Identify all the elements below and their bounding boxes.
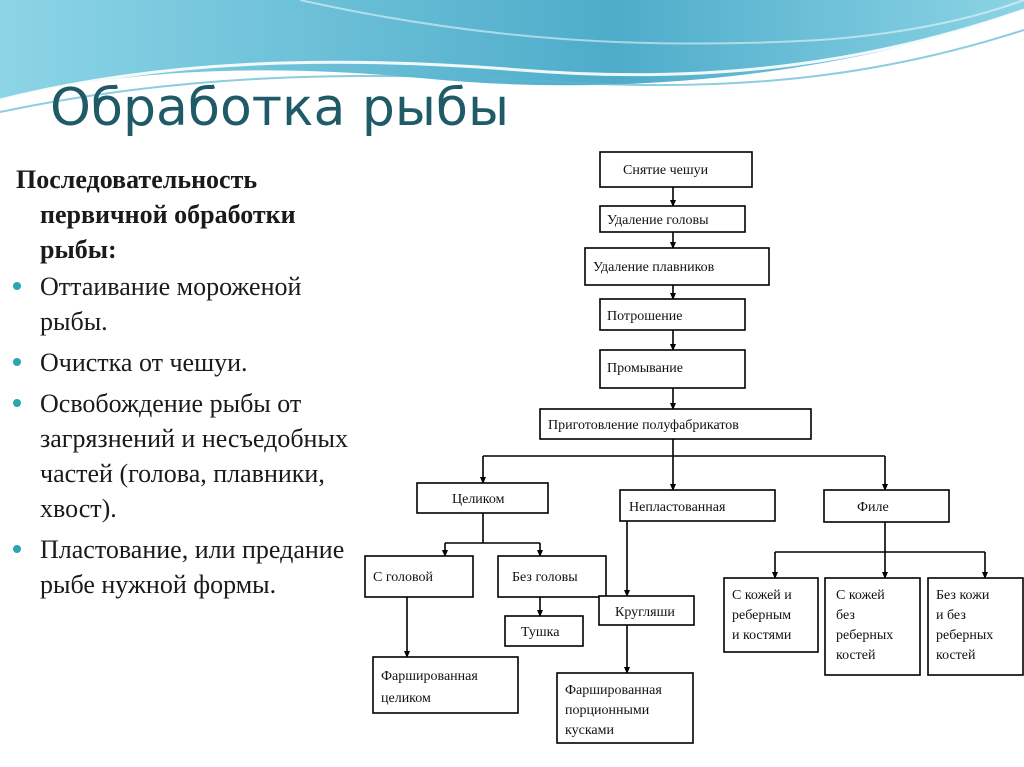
node-box [824, 577, 921, 676]
node-box [584, 247, 770, 286]
list-item: Оттаивание мороженой рыбы. [8, 269, 364, 339]
node-box [599, 205, 746, 233]
node-box [364, 555, 474, 598]
node-box [599, 349, 746, 389]
sequence-heading-line2: первичной обработки рыбы: [40, 200, 296, 264]
node-label: Непластованная [629, 500, 726, 515]
node-label: Приготовление полуфабрикатов [548, 418, 739, 433]
slide-title: Обработка рыбы [50, 78, 510, 138]
node-label: Удаление плавников [593, 260, 715, 275]
branch-n6 [483, 439, 885, 457]
node-label: Удаление головы [607, 213, 709, 228]
bullet-dot-icon [13, 282, 21, 290]
list-item: Освобождение рыбы от загрязнений и несъе… [8, 386, 364, 526]
node-label: Снятие чешуи [623, 163, 709, 178]
header-wave-decoration [0, 0, 1024, 113]
flow-node-n16: С кожей и реберным и костями [723, 577, 819, 653]
flow-node-n10: С головой [364, 555, 474, 598]
node-label: Промывание [607, 361, 683, 376]
node-box [619, 489, 776, 522]
flow-node-n4: Потрошение [599, 298, 746, 331]
sequence-heading: Последовательность первичной обработки р… [8, 162, 364, 267]
flow-node-n8: Непластованная [619, 489, 776, 522]
flow-node-n7: Целиком [416, 482, 549, 514]
node-box [927, 577, 1024, 676]
flow-node-n11: Без головы [497, 555, 607, 598]
flow-node-n2: Удаление головы [599, 205, 746, 233]
flow-node-n9: Филе [823, 489, 950, 523]
bullet-dot-icon [13, 399, 21, 407]
flow-node-n6: Приготовление полуфабрикатов [539, 408, 812, 440]
flow-node-n18: Без кожи и без реберных костей [927, 577, 1024, 676]
flow-node-n15: Фаршированная порционными кусками [556, 672, 694, 744]
node-label: С головой [373, 570, 434, 585]
node-label: Кругляши [615, 605, 675, 620]
node-label: Целиком [452, 492, 505, 507]
node-box [556, 672, 694, 744]
flow-node-n3: Удаление плавников [584, 247, 770, 286]
node-box [598, 595, 695, 626]
node-label: Без головы [512, 570, 578, 585]
list-item-text: Пластование, или предание рыбе нужной фо… [40, 535, 345, 599]
flowchart-connectors [404, 187, 988, 674]
flow-node-n5: Промывание [599, 349, 746, 389]
flow-node-n17: С кожей без реберных костей [824, 577, 921, 676]
node-label: С кожей и реберным и костями [732, 588, 795, 643]
node-label: Фаршированная целиком [381, 669, 481, 706]
node-box [504, 615, 584, 647]
list-item-text: Оттаивание мороженой рыбы. [40, 272, 302, 336]
flow-node-n13: Кругляши [598, 595, 695, 626]
node-box [416, 482, 549, 514]
text-panel: Последовательность первичной обработки р… [8, 162, 364, 608]
branch-n7 [445, 513, 540, 544]
list-item-text: Очистка от чешуи. [40, 348, 248, 377]
branch-n9 [775, 522, 985, 553]
fish-processing-flowchart: Снятие чешуи Удаление головы Удаление пл… [364, 151, 1024, 744]
node-box [497, 555, 607, 598]
node-box [723, 577, 819, 653]
flow-node-n14: Фаршированная целиком [372, 656, 519, 714]
node-label: Фаршированная порционными кусками [565, 683, 665, 738]
flow-node-n1: Снятие чешуи [599, 151, 753, 188]
list-item: Очистка от чешуи. [8, 345, 364, 380]
bullet-dot-icon [13, 545, 21, 553]
node-box [823, 489, 950, 523]
node-label: Филе [857, 500, 889, 515]
node-box [599, 151, 753, 188]
node-label: Тушка [521, 625, 560, 640]
list-item: Пластование, или предание рыбе нужной фо… [8, 532, 364, 602]
bullet-dot-icon [13, 358, 21, 366]
steps-list: Оттаивание мороженой рыбы. Очистка от че… [8, 269, 364, 602]
node-box [599, 298, 746, 331]
list-item-text: Освобождение рыбы от загрязнений и несъе… [40, 389, 348, 523]
node-box [372, 656, 519, 714]
sequence-heading-line1: Последовательность [16, 165, 258, 194]
node-label: Потрошение [607, 309, 682, 324]
node-label: Без кожи и без реберных костей [936, 588, 997, 663]
flow-node-n12: Тушка [504, 615, 584, 647]
node-box [539, 408, 812, 440]
node-label: С кожей без реберных костей [836, 588, 897, 663]
